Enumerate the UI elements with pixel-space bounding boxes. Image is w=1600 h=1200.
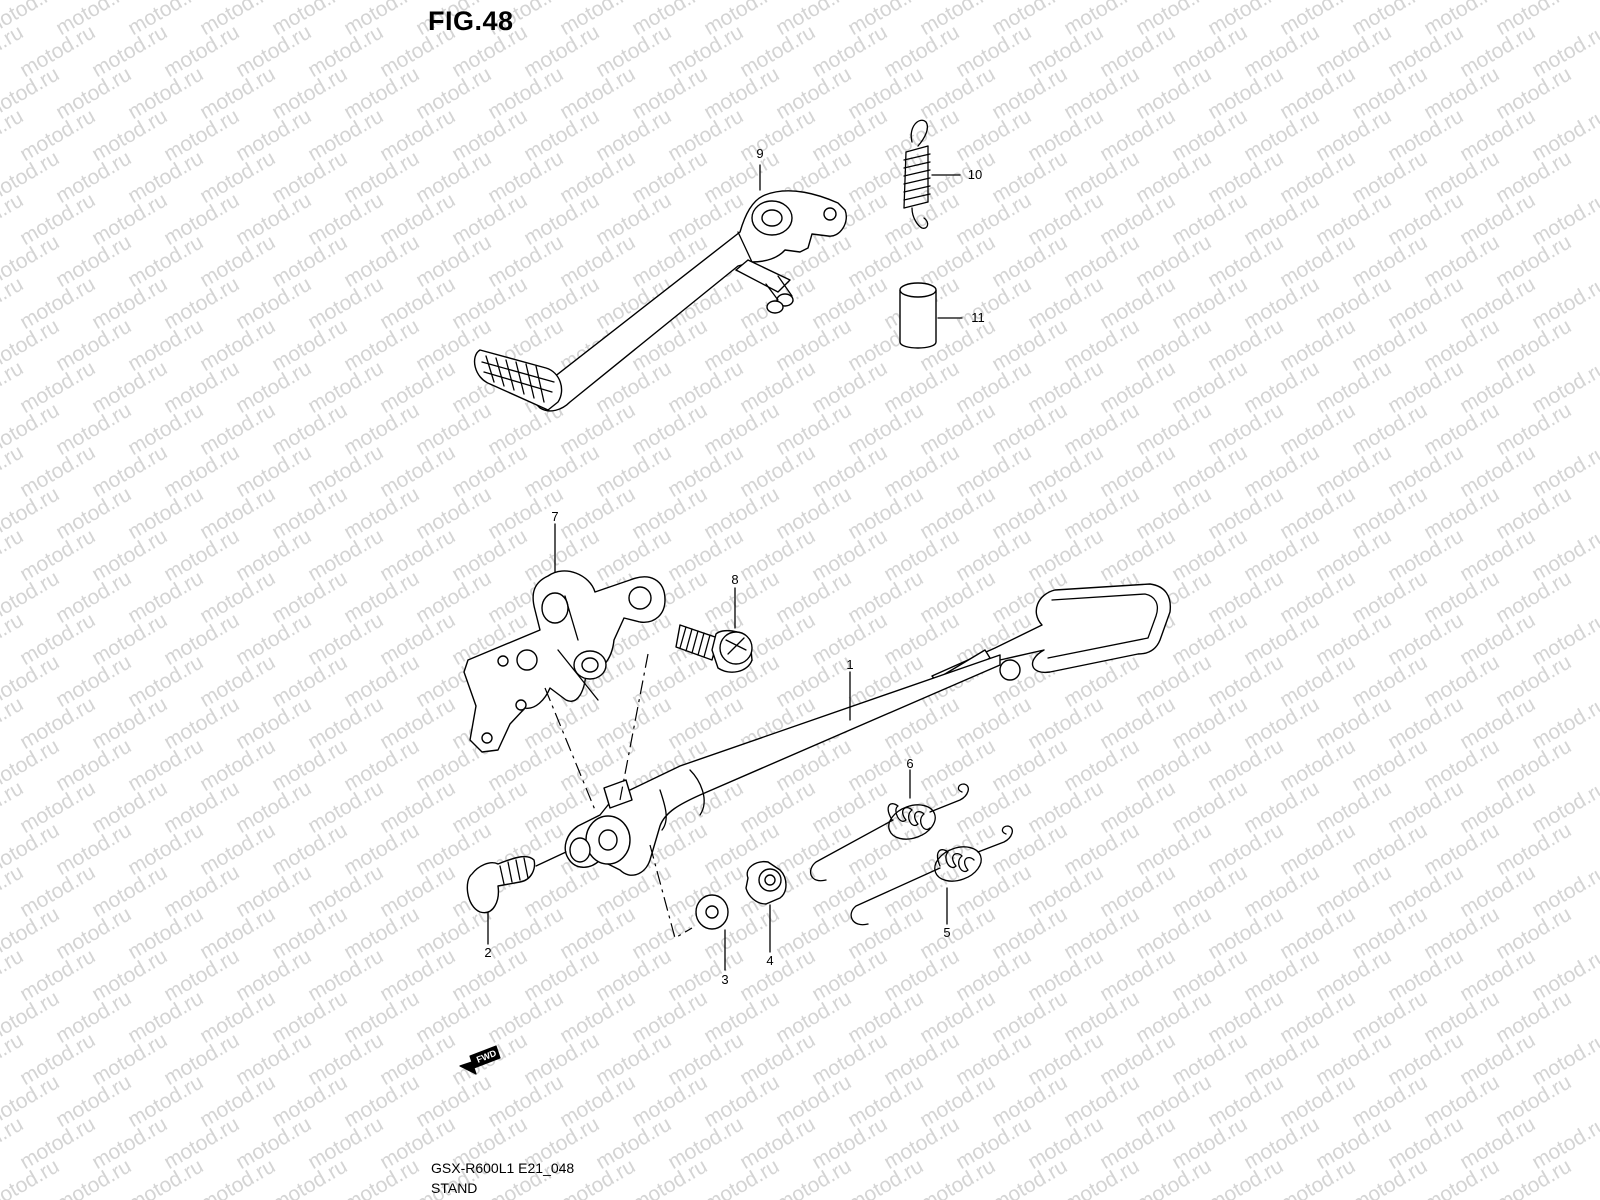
callout-3: 3 (721, 972, 729, 987)
model-code: GSX-R600L1 E21_048 (431, 1160, 575, 1176)
callout-8: 8 (731, 572, 739, 587)
stand-bolt-drawing (466, 851, 567, 914)
fwd-arrow: FWD (459, 1045, 501, 1075)
callout-7: 7 (551, 509, 559, 524)
side-stand-drawing (564, 583, 1172, 876)
callout-6: 6 (906, 756, 914, 771)
return-spring-drawing (903, 119, 931, 229)
leader-lines (487, 164, 963, 971)
footrest-lever-drawing (473, 190, 847, 412)
section-name: STAND (431, 1180, 478, 1196)
callout-9: 9 (756, 146, 764, 161)
washer-drawing (695, 894, 729, 930)
callout-2: 2 (484, 945, 492, 960)
callout-10: 10 (967, 167, 983, 182)
stand-bracket-drawing (463, 570, 666, 753)
callout-5: 5 (943, 925, 951, 940)
callout-4: 4 (766, 953, 774, 968)
spring-outer-drawing (850, 825, 1014, 926)
spacer-drawing (899, 282, 937, 349)
nut-drawing (745, 861, 787, 905)
bracket-bolt-drawing (675, 624, 753, 673)
spring-inner-drawing (809, 783, 970, 882)
assembly-lines (544, 653, 693, 939)
callout-1: 1 (846, 657, 854, 672)
figure-title: FIG.48 (428, 6, 514, 36)
callout-11: 11 (971, 310, 985, 325)
